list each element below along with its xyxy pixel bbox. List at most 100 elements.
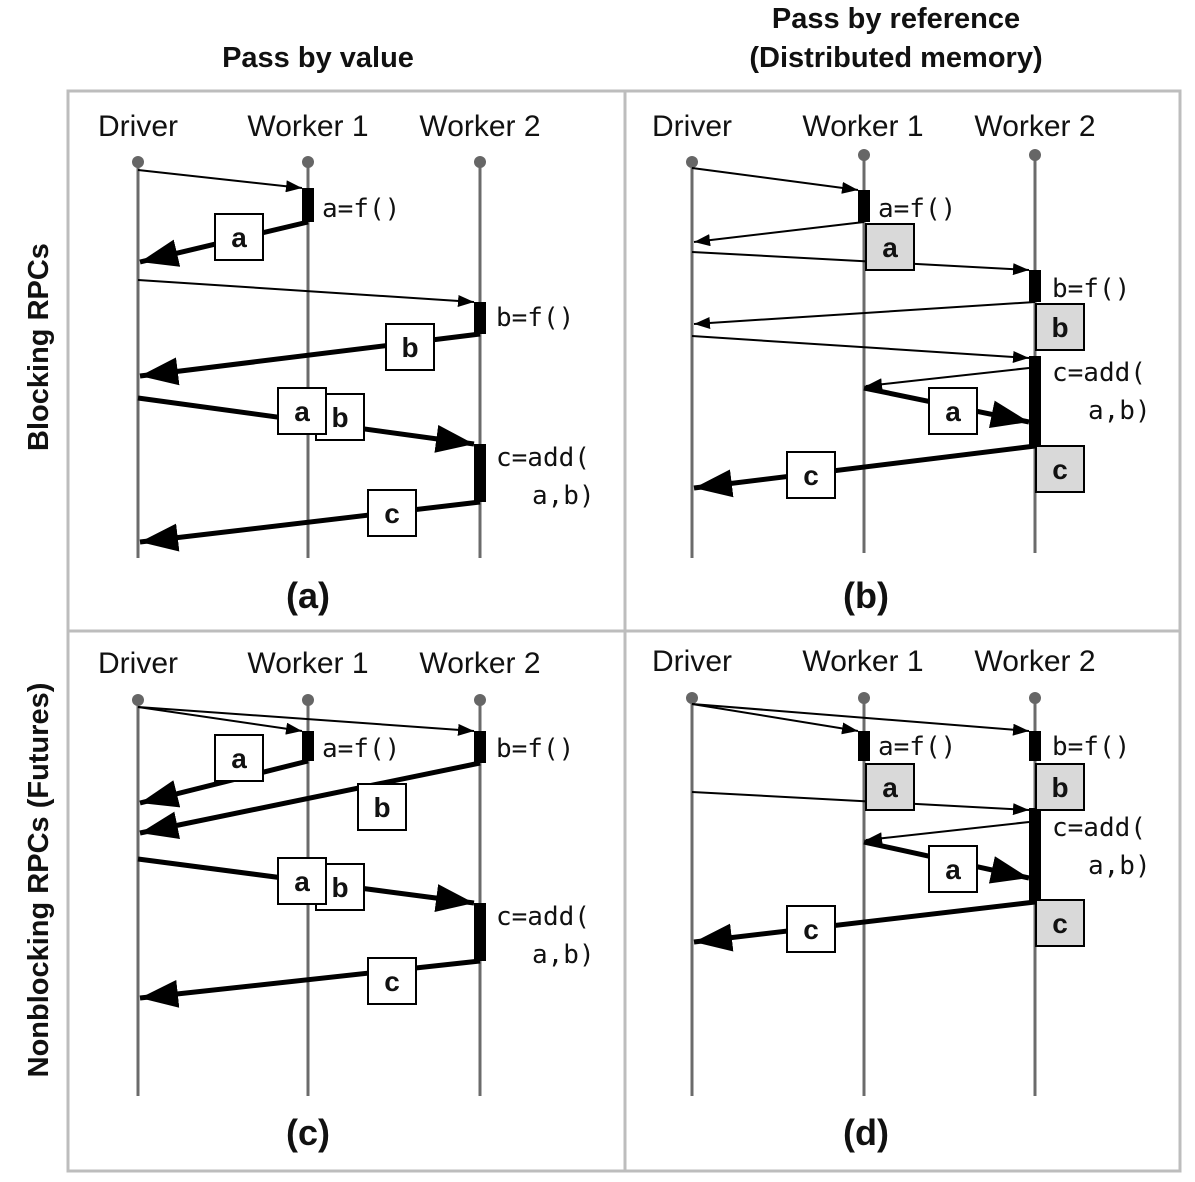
activation-bar — [1029, 356, 1041, 446]
panel-label-b: (b) — [843, 575, 889, 616]
actor-driver: Driver — [652, 110, 732, 143]
call-arrow — [137, 169, 303, 193]
value-box-label: b — [373, 792, 390, 823]
value-box — [786, 905, 836, 953]
op-label-a-eq-f: a=f() — [322, 194, 400, 224]
value-box-label: a — [294, 396, 310, 427]
lifeline-head — [474, 156, 486, 168]
call-arrow — [691, 791, 1030, 816]
value-box-label: a — [945, 854, 961, 885]
activation-bar — [474, 302, 486, 334]
shared-memory-box — [865, 223, 915, 271]
value-box — [928, 387, 978, 435]
op-label-c-args: a,b) — [532, 940, 595, 970]
activation-bar — [474, 903, 486, 961]
activation-bar — [1029, 808, 1041, 902]
call-arrow — [137, 706, 475, 736]
row-label-nonblocking: Nonblocking RPCs (Futures) — [23, 683, 55, 1078]
op-label-a-eq-f: a=f() — [878, 732, 956, 762]
activation-bar — [858, 190, 870, 222]
call-arrow — [137, 279, 475, 307]
actor-driver: Driver — [98, 110, 178, 143]
return-arrow-thick — [139, 499, 481, 552]
return-arrow-thick — [693, 443, 1036, 498]
lifeline-head — [686, 692, 698, 704]
value-box-label: c — [803, 914, 819, 945]
panel-label-c: (c) — [286, 1112, 330, 1153]
value-box-label: a — [231, 743, 247, 774]
value-box-label: a — [231, 222, 247, 253]
actor-worker1: Worker 1 — [802, 110, 923, 143]
fetch-request-arrow — [865, 821, 1030, 845]
panel-d: Driver Worker 1 Worker 2 a=f() b=f() c=a… — [652, 645, 1151, 1153]
panel-label-a: (a) — [286, 575, 330, 616]
actor-worker1: Worker 1 — [802, 645, 923, 678]
op-label-c-args: a,b) — [1088, 396, 1151, 426]
lifeline-head — [132, 156, 144, 168]
lifeline-head — [1029, 149, 1041, 161]
panel-c: Driver Worker 1 Worker 2 a=f() b=f() c=a… — [98, 647, 595, 1153]
value-box-label: b — [1051, 312, 1068, 343]
call-arrow — [691, 167, 859, 194]
lifeline-head — [302, 156, 314, 168]
lifeline-head — [1029, 692, 1041, 704]
op-label-a-eq-f: a=f() — [322, 734, 400, 764]
return-arrow-thick — [139, 760, 481, 840]
lifeline-head — [474, 694, 486, 706]
value-box-label: a — [294, 866, 310, 897]
shared-memory-box — [1035, 445, 1085, 493]
op-label-a-eq-f: a=f() — [878, 194, 956, 224]
activation-bar — [1029, 731, 1041, 761]
value-box — [357, 783, 407, 831]
call-arrow — [691, 251, 1030, 276]
fetch-request-arrow — [865, 367, 1030, 391]
actor-worker2: Worker 2 — [974, 645, 1095, 678]
header-pass-by-value: Pass by value — [222, 42, 414, 74]
lifeline-head — [858, 149, 870, 161]
value-box — [367, 957, 417, 1005]
activation-bar — [302, 188, 314, 222]
return-arrow-thick — [139, 958, 481, 1008]
return-ref-arrow — [693, 301, 1036, 329]
panel-label-d: (d) — [843, 1112, 889, 1153]
op-label-c-eq-add: c=add( — [1052, 813, 1146, 843]
actor-worker2: Worker 2 — [419, 647, 540, 680]
value-box — [214, 734, 264, 782]
lifeline-head — [132, 694, 144, 706]
call-arrow — [691, 335, 1030, 363]
activation-bar — [474, 731, 486, 763]
actor-worker1: Worker 1 — [247, 110, 368, 143]
value-box — [277, 857, 327, 905]
actor-worker2: Worker 2 — [419, 110, 540, 143]
value-box — [928, 845, 978, 893]
header-distributed-memory: (Distributed memory) — [749, 42, 1042, 74]
op-label-c-args: a,b) — [1088, 851, 1151, 881]
shared-memory-box — [865, 763, 915, 811]
value-box-label: a — [945, 396, 961, 427]
activation-bar — [858, 731, 870, 761]
panel-a: Driver Worker 1 Worker 2 a=f() b=f() c=a… — [98, 110, 595, 616]
op-label-c-args: a,b) — [532, 481, 595, 511]
op-label-c-eq-add: c=add( — [496, 902, 590, 932]
panel-b: Driver Worker 1 Worker 2 a=f() b=f() c=a… — [652, 110, 1151, 616]
value-box-label: b — [1051, 772, 1068, 803]
call-arrow — [691, 703, 1030, 736]
value-box-label: c — [1052, 454, 1068, 485]
op-label-c-eq-add: c=add( — [496, 443, 590, 473]
activation-bar — [474, 444, 486, 502]
op-label-b-eq-f: b=f() — [496, 734, 574, 764]
value-box-label: b — [401, 332, 418, 363]
value-box-label: a — [882, 772, 898, 803]
value-box-label: c — [384, 498, 400, 529]
value-box-label: c — [384, 966, 400, 997]
actor-driver: Driver — [652, 645, 732, 678]
shared-memory-box — [1035, 303, 1085, 351]
op-label-b-eq-f: b=f() — [496, 303, 574, 333]
call-arrow — [691, 703, 859, 735]
op-label-b-eq-f: b=f() — [1052, 274, 1130, 304]
value-box-label: c — [1052, 908, 1068, 939]
activation-bar — [1029, 270, 1041, 302]
value-box-label: b — [331, 402, 348, 433]
actor-driver: Driver — [98, 647, 178, 680]
